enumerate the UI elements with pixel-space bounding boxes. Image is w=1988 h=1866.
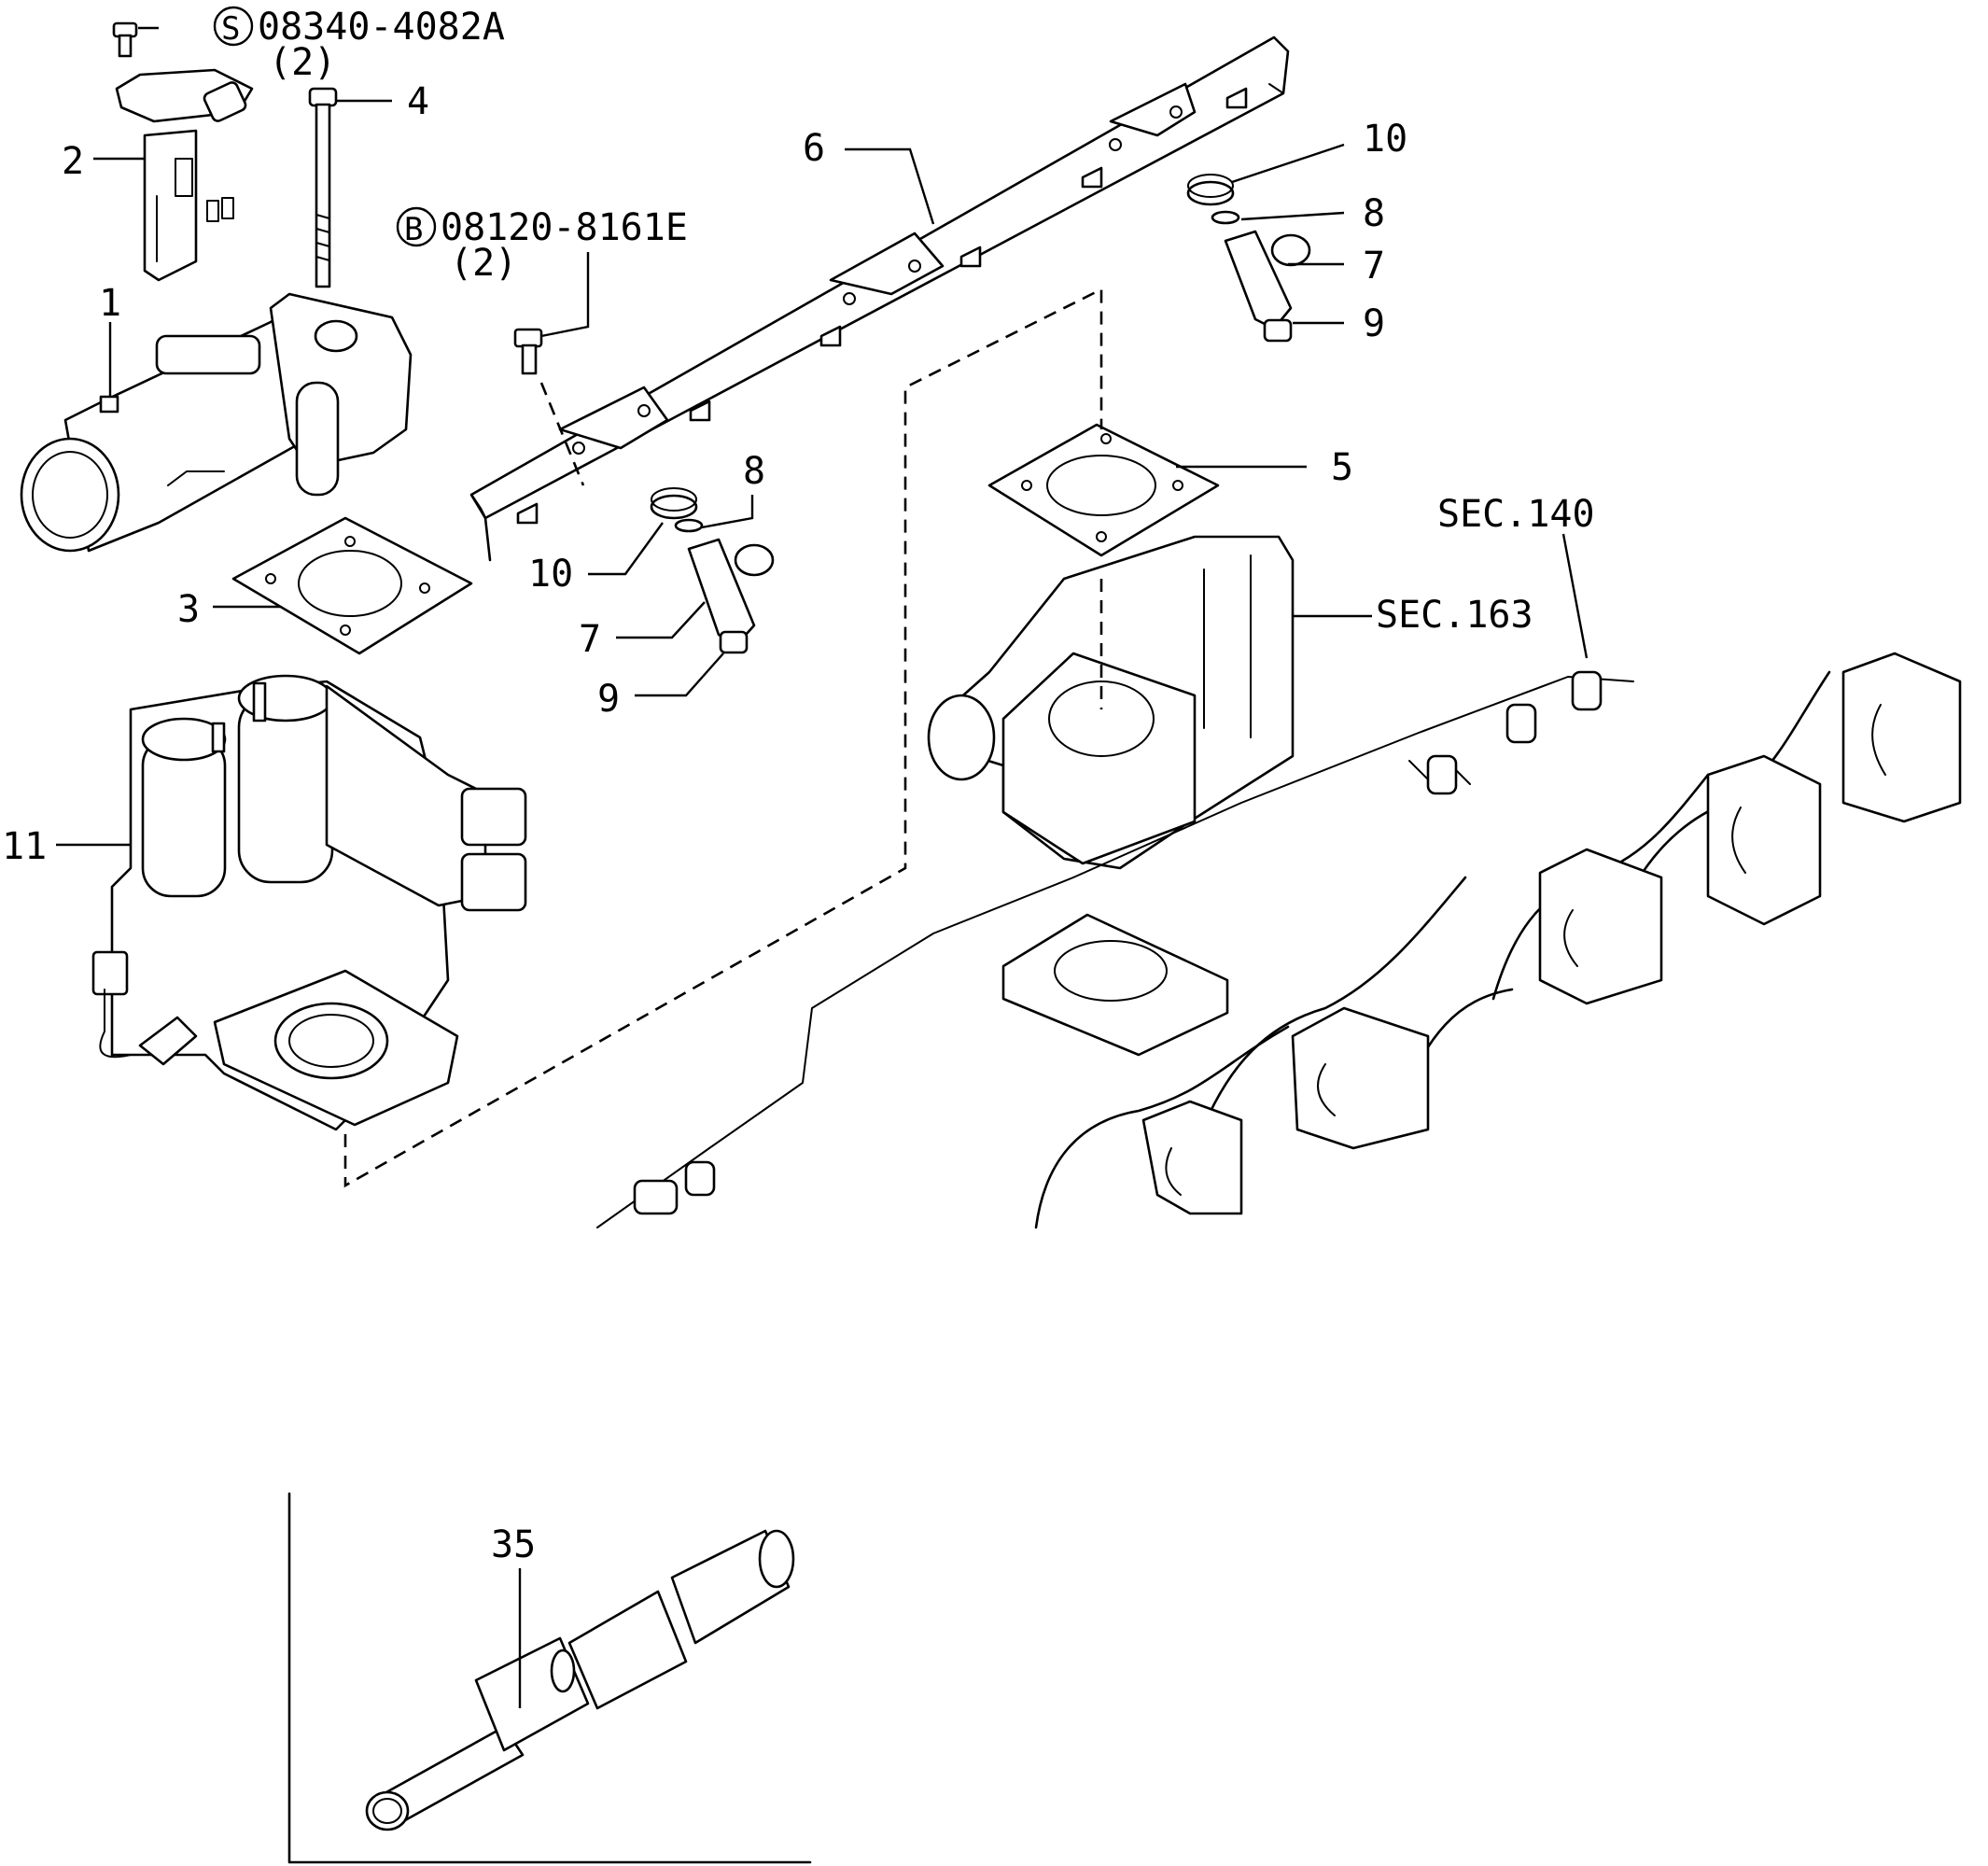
fuel-injector-7-lower[interactable] <box>687 538 775 646</box>
collector-gasket[interactable] <box>987 423 1220 557</box>
bolt-part-number: 08120-8161E <box>441 206 688 249</box>
bolt-quantity: (2) <box>450 242 517 285</box>
throttle-gasket[interactable] <box>231 516 473 655</box>
section-ref-140: SEC.140 <box>1437 493 1595 536</box>
bolt-08120-8161e[interactable] <box>513 328 585 486</box>
callout-8-upper: 8 <box>1363 192 1385 235</box>
airflow-meter-sensor[interactable] <box>115 68 254 282</box>
callout-3: 3 <box>177 588 200 631</box>
callout-9-upper: 9 <box>1363 302 1385 345</box>
callout-11: 11 <box>2 825 47 868</box>
long-bolt[interactable] <box>308 87 338 288</box>
screw-08340-4082a[interactable] <box>112 21 138 58</box>
callout-8-lower: 8 <box>743 450 765 493</box>
injector-o-ring-8-upper[interactable] <box>1211 210 1240 225</box>
tube-35[interactable] <box>365 1529 795 1831</box>
callout-5: 5 <box>1331 446 1353 489</box>
callout-4: 4 <box>407 80 429 123</box>
injector-o-ring-9-lower[interactable] <box>719 630 749 654</box>
callout-1: 1 <box>99 282 121 325</box>
leader-lines <box>56 26 1589 1708</box>
throttle-chamber[interactable] <box>91 674 527 1131</box>
callout-7-upper: 7 <box>1363 245 1385 288</box>
injector-seal-10-lower[interactable] <box>650 487 698 520</box>
intake-collector <box>927 535 1295 870</box>
intake-manifold <box>596 652 1962 1229</box>
screw-quantity: (2) <box>269 41 336 84</box>
callout-35: 35 <box>491 1523 536 1566</box>
callout-7-lower: 7 <box>579 618 601 661</box>
frame-bracket <box>287 1492 812 1864</box>
callout-labels: 1 2 3 4 5 6 7 7 8 8 9 9 10 10 11 35 S 08… <box>2 6 1595 1566</box>
screw-symbol: S <box>221 10 240 48</box>
bolt-symbol: B <box>404 211 423 248</box>
callout-2: 2 <box>62 140 84 183</box>
callout-10-lower: 10 <box>528 553 573 596</box>
intake-air-body[interactable] <box>20 292 413 553</box>
screw-part-number: 08340-4082A <box>258 6 505 49</box>
callout-10-upper: 10 <box>1363 118 1407 161</box>
section-ref-163: SEC.163 <box>1376 594 1533 637</box>
injector-seal-10-upper[interactable] <box>1186 174 1235 206</box>
injector-o-ring-9-upper[interactable] <box>1263 318 1293 343</box>
fuel-rail[interactable] <box>469 35 1290 562</box>
assembly-dashed-lines <box>343 287 1103 1188</box>
callout-6: 6 <box>803 127 825 170</box>
callout-9-lower: 9 <box>597 678 620 721</box>
fuel-injector-7-upper[interactable] <box>1224 230 1311 330</box>
injector-o-ring-8-lower[interactable] <box>674 518 704 533</box>
